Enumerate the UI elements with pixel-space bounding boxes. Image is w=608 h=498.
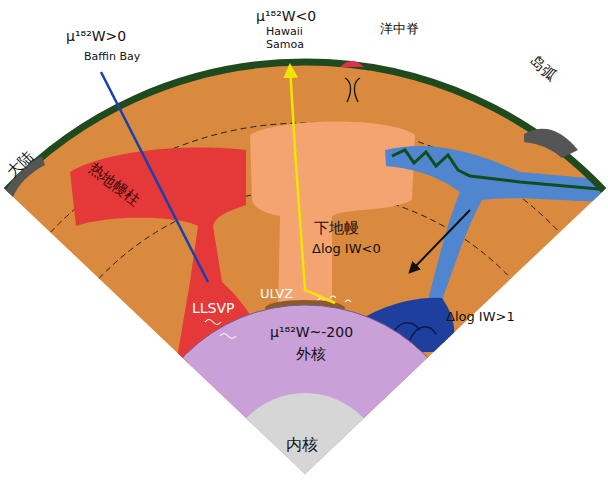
feature-label: 洋中脊 bbox=[380, 22, 419, 37]
region-label: 内核 bbox=[286, 436, 318, 454]
region-label: LLSVP bbox=[192, 300, 235, 316]
plume-track-yellow bbox=[290, 66, 335, 303]
outer-core-region: μ¹⁸²W~-200 外核内核 bbox=[190, 318, 420, 494]
inner-core bbox=[224, 393, 386, 498]
slab-line bbox=[392, 150, 608, 190]
mid-ocean-ridge bbox=[340, 61, 364, 67]
ulvz-region: ULVZ bbox=[258, 284, 308, 306]
island-arc bbox=[524, 129, 578, 158]
sinking-arrow bbox=[410, 210, 470, 272]
inner-core-region: 内核 bbox=[270, 430, 340, 460]
location-label: Hawaii Samoa bbox=[266, 26, 308, 51]
outer-core bbox=[136, 305, 474, 498]
location-label: Baffin Bay bbox=[84, 51, 140, 64]
isotope-label: μ¹⁸²W>0 bbox=[66, 28, 126, 44]
llsvp-region: LLSVP bbox=[186, 296, 256, 322]
isotope-label: μ¹⁸²W<0 bbox=[256, 8, 316, 24]
hot-plume-region: 热地幔柱 bbox=[78, 170, 158, 214]
redox-label: Δlog IW>1 bbox=[446, 310, 515, 325]
feature-label: 岛弧 bbox=[526, 52, 560, 84]
subducting-slab bbox=[385, 146, 608, 308]
region-label: 下地幔 bbox=[314, 220, 359, 237]
region-label: μ¹⁸²W~-200 bbox=[270, 324, 353, 340]
region-label: 热地幔柱 bbox=[85, 159, 143, 210]
redox-label: Δlog IW<0 bbox=[312, 242, 381, 257]
feature-label: 大陆 bbox=[4, 148, 37, 181]
region-label: ULVZ bbox=[260, 287, 293, 302]
region-label: 外核 bbox=[296, 346, 326, 363]
